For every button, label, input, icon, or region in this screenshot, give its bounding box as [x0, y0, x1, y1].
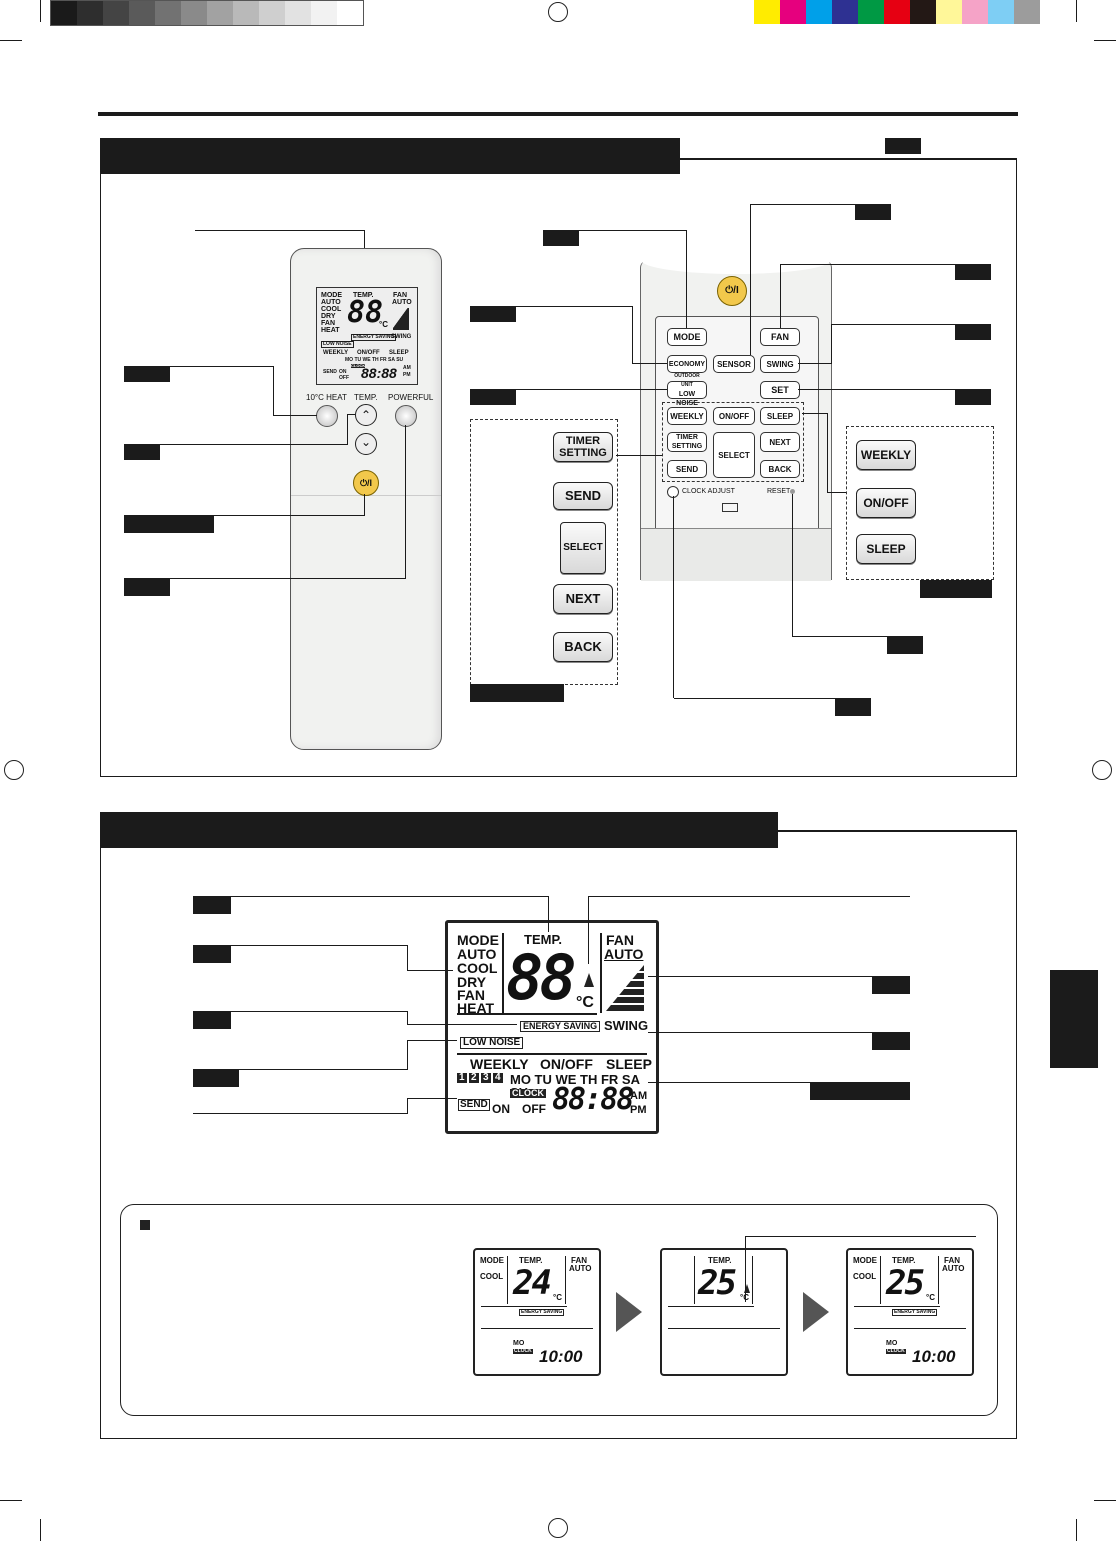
crop-mark — [0, 1500, 22, 1501]
power-button-front[interactable]: ⏻/I — [353, 470, 379, 496]
tag-fan — [955, 264, 991, 280]
tag-timer-right — [920, 580, 992, 598]
section1-tag — [885, 138, 921, 154]
tag-power — [124, 515, 214, 533]
tag-sensor — [855, 204, 891, 220]
arrow-right-icon — [803, 1292, 829, 1332]
timer-panel-right — [846, 426, 994, 580]
registration-mark-left — [4, 760, 24, 780]
tag-set — [955, 389, 991, 405]
tag-clock-adjust — [835, 698, 871, 716]
panel-sleep[interactable]: SLEEP — [856, 534, 916, 564]
crop-mark — [1094, 1500, 1116, 1501]
tag-timer-panel — [470, 684, 564, 702]
section1-frame — [100, 158, 1017, 777]
panel-send[interactable]: SEND — [553, 482, 613, 510]
section1-header-bar — [100, 138, 680, 174]
crop-mark — [40, 1519, 41, 1541]
powerful-button[interactable] — [395, 405, 417, 427]
timer-group-outline — [662, 402, 804, 482]
temp-arrow-icon — [584, 973, 594, 987]
tag-heat — [124, 366, 170, 382]
economy-button[interactable]: ECONOMY — [667, 355, 707, 373]
panel-select[interactable]: SELECT — [560, 522, 606, 574]
panel-onoff[interactable]: ON/OFF — [856, 488, 916, 518]
reset-button[interactable] — [790, 489, 795, 494]
panel-timer-setting[interactable]: TIMER SETTING — [553, 432, 613, 462]
lcd-mode: MODE — [321, 292, 342, 299]
panel-weekly[interactable]: WEEKLY — [856, 440, 916, 470]
example-display-1: MODE COOL TEMP. 24 °C FAN AUTO ENERGY SA… — [473, 1248, 601, 1376]
example-display-3: MODE COOL TEMP. 25 °C FAN AUTO ENERGY SA… — [846, 1248, 974, 1376]
clock-adjust-label: CLOCK ADJUST — [682, 488, 735, 495]
arrow-right-icon — [616, 1292, 642, 1332]
crop-mark — [1094, 40, 1116, 41]
tag-swing — [955, 324, 991, 340]
back-button[interactable]: BACK — [760, 460, 800, 478]
next-button[interactable]: NEXT — [760, 432, 800, 452]
tag-low-noise — [470, 389, 516, 405]
color-strip — [754, 0, 1066, 24]
panel-back[interactable]: BACK — [553, 632, 613, 662]
temp-up-button[interactable]: ⌃ — [355, 404, 377, 426]
tag-economy — [470, 306, 516, 322]
registration-mark-top — [548, 2, 568, 22]
crop-mark — [1076, 0, 1077, 22]
example-box — [120, 1204, 998, 1416]
big-lcd: MODE AUTO COOL DRY FAN HEAT TEMP. 88 °C … — [445, 920, 659, 1134]
temp-label: TEMP. — [354, 393, 378, 402]
lcd-digits: 88 — [347, 295, 384, 330]
tag-lcd-fan — [872, 976, 910, 994]
tag-temp — [124, 444, 160, 460]
sleep-button[interactable]: SLEEP — [760, 407, 800, 425]
reset-label: RESET — [767, 488, 791, 495]
tag-powerful — [124, 578, 170, 596]
weekly-button[interactable]: WEEKLY — [667, 407, 707, 425]
fan-button[interactable]: FAN — [760, 328, 800, 346]
timer-setting-button[interactable]: TIMER SETTING — [667, 432, 707, 452]
section2-frame — [100, 830, 1017, 1439]
heat-button[interactable] — [316, 405, 338, 427]
registration-mark-right — [1092, 760, 1112, 780]
example-display-2: TEMP. 25 °C — [660, 1248, 788, 1376]
tag-lcd-energy — [193, 1011, 231, 1029]
swing-button[interactable]: SWING — [760, 355, 800, 373]
battery-icon — [722, 503, 738, 512]
crop-mark — [1076, 1519, 1077, 1541]
big-lcd-temp: TEMP. — [524, 932, 563, 947]
tag-mode — [543, 230, 579, 246]
side-tab — [1050, 970, 1098, 1068]
power-button-inner[interactable]: ⏻/I — [717, 276, 747, 306]
select-button[interactable]: SELECT — [713, 432, 755, 478]
sensor-button[interactable]: SENSOR — [713, 355, 755, 373]
temp-down-button[interactable]: ⌄ — [355, 433, 377, 455]
fan-bars-icon — [606, 965, 644, 1011]
set-button[interactable]: SET — [760, 381, 800, 399]
tag-lcd-timer — [810, 1082, 910, 1100]
powerful-label: POWERFUL — [388, 393, 434, 402]
tag-lcd-mode — [193, 945, 231, 963]
example-bullet — [140, 1220, 150, 1230]
tag-reset — [887, 636, 923, 654]
onoff-button[interactable]: ON/OFF — [713, 407, 755, 425]
crop-mark — [0, 40, 22, 41]
panel-next[interactable]: NEXT — [553, 584, 613, 614]
tag-lcd-swing — [872, 1032, 910, 1050]
tag-lcd-low-noise — [193, 1069, 239, 1087]
tag-lcd-temp — [193, 896, 231, 914]
mode-button[interactable]: MODE — [667, 328, 707, 346]
heat-label: 10°C HEAT — [306, 393, 347, 402]
remote-front-lcd: MODE AUTO COOL DRY FAN HEAT TEMP. 88 °C … — [316, 287, 418, 385]
section2-header-bar — [100, 812, 778, 848]
registration-mark-bottom — [548, 1518, 568, 1538]
big-lcd-digits: 88 — [506, 941, 577, 1014]
crop-mark — [40, 0, 41, 22]
send-button[interactable]: SEND — [667, 460, 707, 478]
grayscale-strip — [50, 0, 364, 26]
top-rule — [98, 112, 1018, 116]
